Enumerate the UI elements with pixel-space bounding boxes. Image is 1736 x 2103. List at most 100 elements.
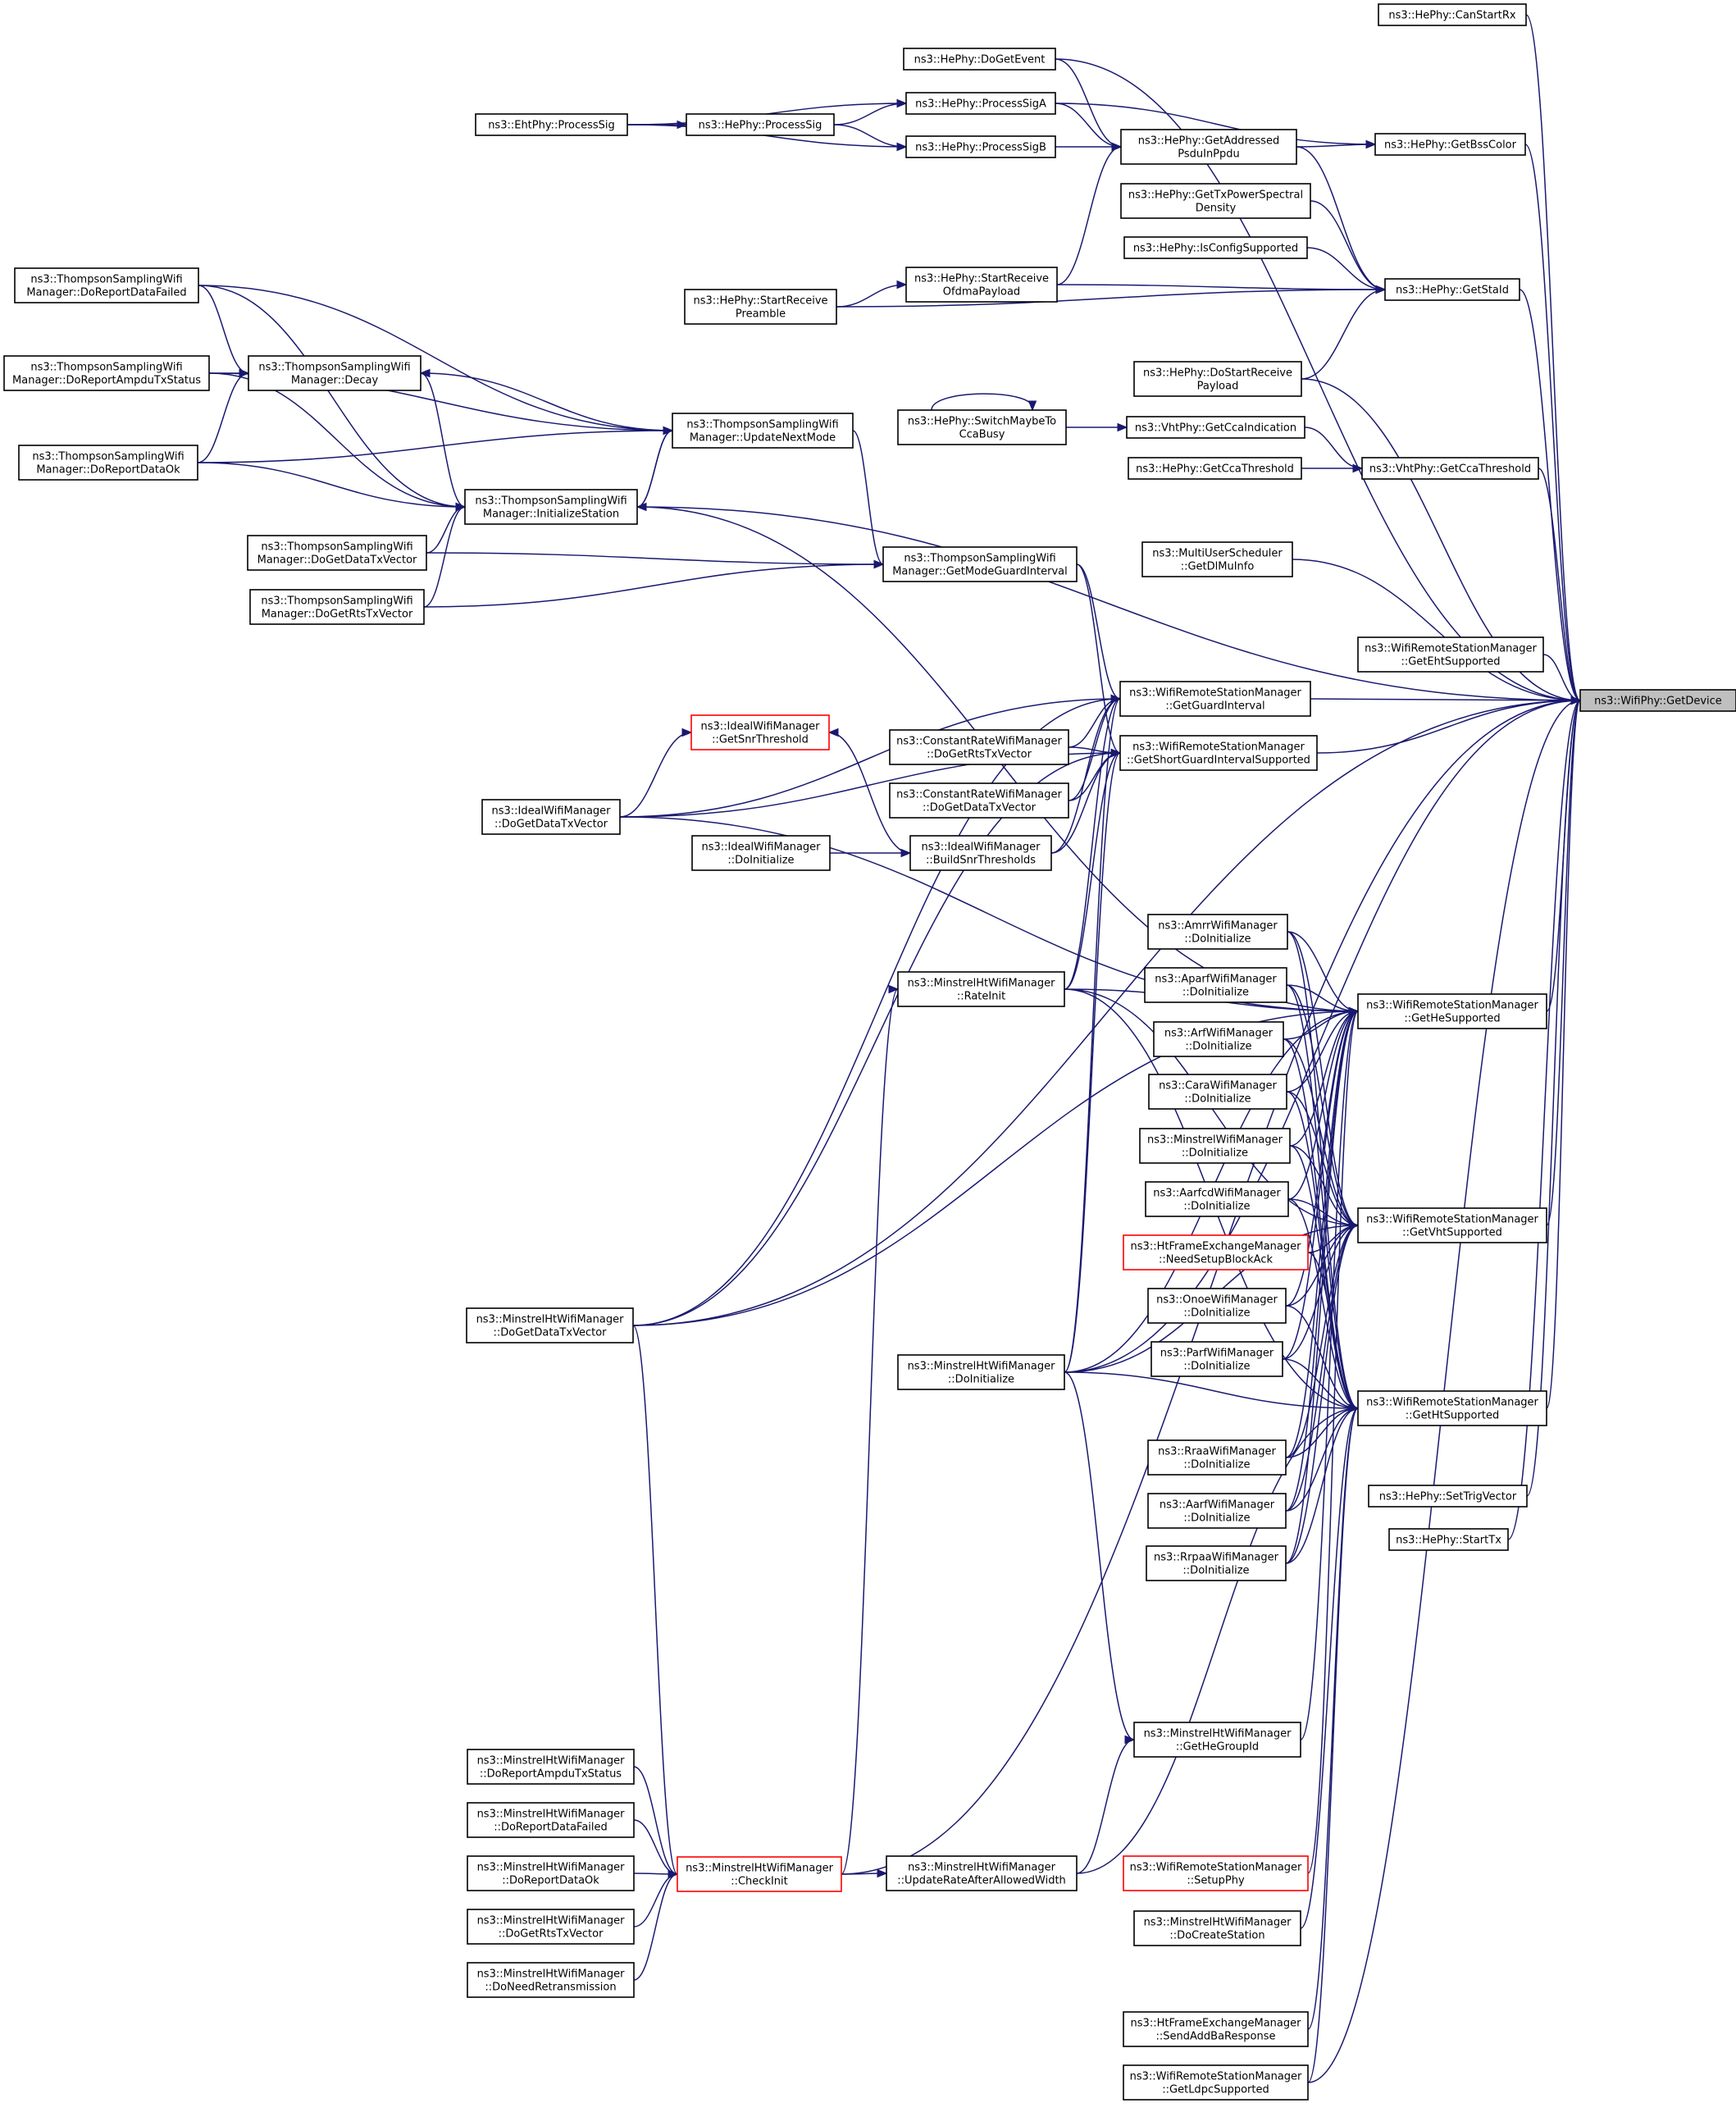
node-setup-phy[interactable]: ns3::WifiRemoteStationManager::SetupPhy	[1123, 1855, 1309, 1891]
node-ht-send-add-ba[interactable]: ns3::HtFrameExchangeManager::SendAddBaRe…	[1123, 2011, 1309, 2047]
node-he-get-cca-threshold[interactable]: ns3::HePhy::GetCcaThreshold	[1128, 457, 1302, 480]
edge-amrr-do-init-to-get-he-supported	[1287, 931, 1359, 1012]
node-aarf-do-init[interactable]: ns3::AarfWifiManager::DoInitialize	[1147, 1493, 1287, 1529]
node-ts-initialize-station[interactable]: ns3::ThompsonSamplingWifiManager::Initia…	[464, 489, 638, 525]
node-mu-get-dl-mu-info[interactable]: ns3::MultiUserScheduler::GetDlMuInfo	[1141, 541, 1293, 577]
edge-he-process-sig-to-process-sig-a	[833, 103, 907, 125]
node-rraa-do-init[interactable]: ns3::RraaWifiManager::DoInitialize	[1147, 1439, 1287, 1476]
node-mh-get-he-group-id[interactable]: ns3::MinstrelHtWifiManager::GetHeGroupId	[1133, 1722, 1301, 1758]
node-label: ::DoGetDataTxVector	[494, 819, 608, 831]
node-process-sig-a[interactable]: ns3::HePhy::ProcessSigA	[905, 92, 1056, 115]
node-get-bss-color[interactable]: ns3::HePhy::GetBssColor	[1374, 133, 1526, 156]
node-ts-do-get-data-tx-vector[interactable]: ns3::ThompsonSamplingWifiManager::DoGetD…	[247, 535, 427, 571]
node-cara-do-init[interactable]: ns3::CaraWifiManager::DoInitialize	[1148, 1074, 1287, 1110]
node-ht-need-setup[interactable]: ns3::HtFrameExchangeManager::NeedSetupBl…	[1123, 1234, 1309, 1270]
node-ts-update-next-mode[interactable]: ns3::ThompsonSamplingWifiManager::Update…	[672, 413, 854, 449]
node-get-ht-supported[interactable]: ns3::WifiRemoteStationManager::GetHtSupp…	[1357, 1390, 1547, 1426]
node-he-set-trig-vector[interactable]: ns3::HePhy::SetTrigVector	[1368, 1485, 1528, 1508]
node-process-sig-b[interactable]: ns3::HePhy::ProcessSigB	[905, 135, 1056, 158]
node-mh-update-rate[interactable]: ns3::MinstrelHtWifiManager::UpdateRateAf…	[886, 1855, 1078, 1891]
node-do-get-event[interactable]: ns3::HePhy::DoGetEvent	[903, 48, 1056, 71]
node-aparf-do-init[interactable]: ns3::AparfWifiManager::DoInitialize	[1144, 967, 1287, 1003]
node-box	[1123, 2011, 1309, 2047]
node-can-start-rx[interactable]: ns3::HePhy::CanStartRx	[1378, 3, 1527, 26]
node-root[interactable]: ns3::WifiPhy::GetDevice	[1579, 689, 1736, 712]
node-box	[889, 729, 1069, 765]
node-mh-do-get-rts[interactable]: ns3::MinstrelHtWifiManager::DoGetRtsTxVe…	[467, 1909, 635, 1945]
node-vht-get-cca-threshold[interactable]: ns3::VhtPhy::GetCcaThreshold	[1361, 457, 1539, 480]
node-mh-do-report-data-failed[interactable]: ns3::MinstrelHtWifiManager::DoReportData…	[467, 1802, 635, 1838]
node-label: ::UpdateRateAfterAllowedWidth	[897, 1875, 1066, 1887]
node-ts-do-report-data-ok[interactable]: ns3::ThompsonSamplingWifiManager::DoRepo…	[18, 445, 198, 481]
node-arf-do-init[interactable]: ns3::ArfWifiManager::DoInitialize	[1153, 1021, 1284, 1057]
node-eht-process-sig[interactable]: ns3::EhtPhy::ProcessSig	[475, 113, 628, 136]
node-box	[897, 1354, 1065, 1390]
node-ts-do-get-rts-tx-vector[interactable]: ns3::ThompsonSamplingWifiManager::DoGetR…	[249, 589, 425, 625]
node-label: ::DoGetDataTxVector	[494, 1327, 608, 1339]
edge-arrowhead	[1117, 422, 1128, 432]
node-get-he-supported[interactable]: ns3::WifiRemoteStationManager::GetHeSupp…	[1357, 993, 1547, 1029]
edge-ts-do-get-data-tx-vector-to-ts-get-mode-guard-interval	[426, 552, 884, 565]
edge-ideal-build-snr-to-get-short-gi	[1050, 752, 1121, 854]
node-amrr-do-init[interactable]: ns3::AmrrWifiManager::DoInitialize	[1147, 914, 1288, 950]
node-he-start-tx[interactable]: ns3::HePhy::StartTx	[1388, 1528, 1509, 1551]
node-cr-do-get-data[interactable]: ns3::ConstantRateWifiManager::DoGetDataT…	[889, 782, 1069, 819]
node-cr-do-get-rts[interactable]: ns3::ConstantRateWifiManager::DoGetRtsTx…	[889, 729, 1069, 765]
edge-arrowhead	[896, 142, 908, 152]
node-get-ldpc-supported[interactable]: ns3::WifiRemoteStationManager::GetLdpcSu…	[1123, 2064, 1309, 2101]
node-mh-do-report-data-ok[interactable]: ns3::MinstrelHtWifiManager::DoReportData…	[467, 1855, 635, 1891]
node-box	[1119, 735, 1318, 771]
node-get-guard-interval[interactable]: ns3::WifiRemoteStationManager::GetGuardI…	[1119, 681, 1311, 717]
node-label: ns3::MinstrelHtWifiManager	[908, 1862, 1056, 1874]
node-get-cca-indication[interactable]: ns3::VhtPhy::GetCcaIndication	[1126, 416, 1305, 439]
node-mh-do-report-ampdu[interactable]: ns3::MinstrelHtWifiManager::DoReportAmpd…	[467, 1749, 635, 1785]
node-label: ::NeedSetupBlockAck	[1159, 1254, 1274, 1266]
node-mh-do-create-station[interactable]: ns3::MinstrelHtWifiManager::DoCreateStat…	[1133, 1910, 1301, 1946]
node-ts-do-report-data-failed[interactable]: ns3::ThompsonSamplingWifiManager::DoRepo…	[14, 267, 199, 303]
node-label: Preamble	[736, 308, 786, 321]
node-onoe-do-init[interactable]: ns3::OnoeWifiManager::DoInitialize	[1147, 1288, 1287, 1324]
edge-arrowhead	[1111, 142, 1123, 152]
node-get-sta-id[interactable]: ns3::HePhy::GetStaId	[1384, 278, 1520, 301]
node-mh-do-get-data-tx-vector[interactable]: ns3::MinstrelHtWifiManager::DoGetDataTxV…	[466, 1307, 634, 1343]
node-ideal-do-init[interactable]: ns3::IdealWifiManager::DoInitialize	[691, 835, 831, 871]
node-box	[903, 48, 1056, 71]
node-parf-do-init[interactable]: ns3::ParfWifiManager::DoInitialize	[1150, 1341, 1283, 1377]
node-mh-do-init[interactable]: ns3::MinstrelHtWifiManager::DoInitialize	[897, 1354, 1065, 1390]
node-ideal-do-get-data[interactable]: ns3::IdealWifiManager::DoGetDataTxVector	[481, 799, 621, 835]
node-label: ::GetDlMuInfo	[1181, 561, 1255, 573]
node-is-config-supported[interactable]: ns3::HePhy::IsConfigSupported	[1123, 236, 1308, 259]
node-mh-do-need-retrans[interactable]: ns3::MinstrelHtWifiManager::DoNeedRetran…	[467, 1962, 635, 1998]
edge-arrowhead	[896, 98, 908, 108]
node-label: ns3::ThompsonSamplingWifi	[686, 419, 838, 431]
node-box	[249, 589, 425, 625]
edge-he-process-sig-to-process-sig-b	[833, 124, 907, 148]
node-ts-get-mode-guard-interval[interactable]: ns3::ThompsonSamplingWifiManager::GetMod…	[882, 546, 1078, 582]
edge-arrowhead	[873, 559, 885, 569]
node-aarfcd-do-init[interactable]: ns3::AarfcdWifiManager::DoInitialize	[1145, 1181, 1289, 1217]
edge-ts-update-next-mode-to-ts-get-mode-guard-interval	[852, 430, 884, 565]
node-get-eht-supported[interactable]: ns3::WifiRemoteStationManager::GetEhtSup…	[1357, 636, 1544, 673]
node-ts-do-report-ampdu[interactable]: ns3::ThompsonSamplingWifiManager::DoRepo…	[3, 355, 210, 391]
node-get-short-gi[interactable]: ns3::WifiRemoteStationManager::GetShortG…	[1119, 735, 1318, 771]
node-ideal-get-snr[interactable]: ns3::IdealWifiManager::GetSnrThreshold	[690, 714, 830, 750]
node-rrpaa-do-init[interactable]: ns3::RrpaaWifiManager::DoInitialize	[1146, 1545, 1287, 1581]
node-mh-rate-init[interactable]: ns3::MinstrelHtWifiManager::RateInit	[897, 971, 1065, 1007]
node-he-process-sig[interactable]: ns3::HePhy::ProcessSig	[686, 113, 835, 136]
edge-process-sig-a-to-get-bss-color	[1055, 103, 1376, 145]
node-mh-check-init[interactable]: ns3::MinstrelHtWifiManager::CheckInit	[677, 1856, 842, 1892]
node-minstrel-do-init[interactable]: ns3::MinstrelWifiManager::DoInitialize	[1139, 1128, 1291, 1164]
edge-mh-do-report-data-failed-to-mh-check-init	[633, 1819, 678, 1875]
node-box	[1147, 1439, 1287, 1476]
node-ideal-build-snr[interactable]: ns3::IdealWifiManager::BuildSnrThreshold…	[909, 835, 1052, 871]
node-get-vht-supported[interactable]: ns3::WifiRemoteStationManager::GetVhtSup…	[1357, 1207, 1547, 1243]
edge-ideal-do-get-data-to-get-guard-interval	[619, 698, 1121, 818]
node-box	[1123, 236, 1308, 259]
